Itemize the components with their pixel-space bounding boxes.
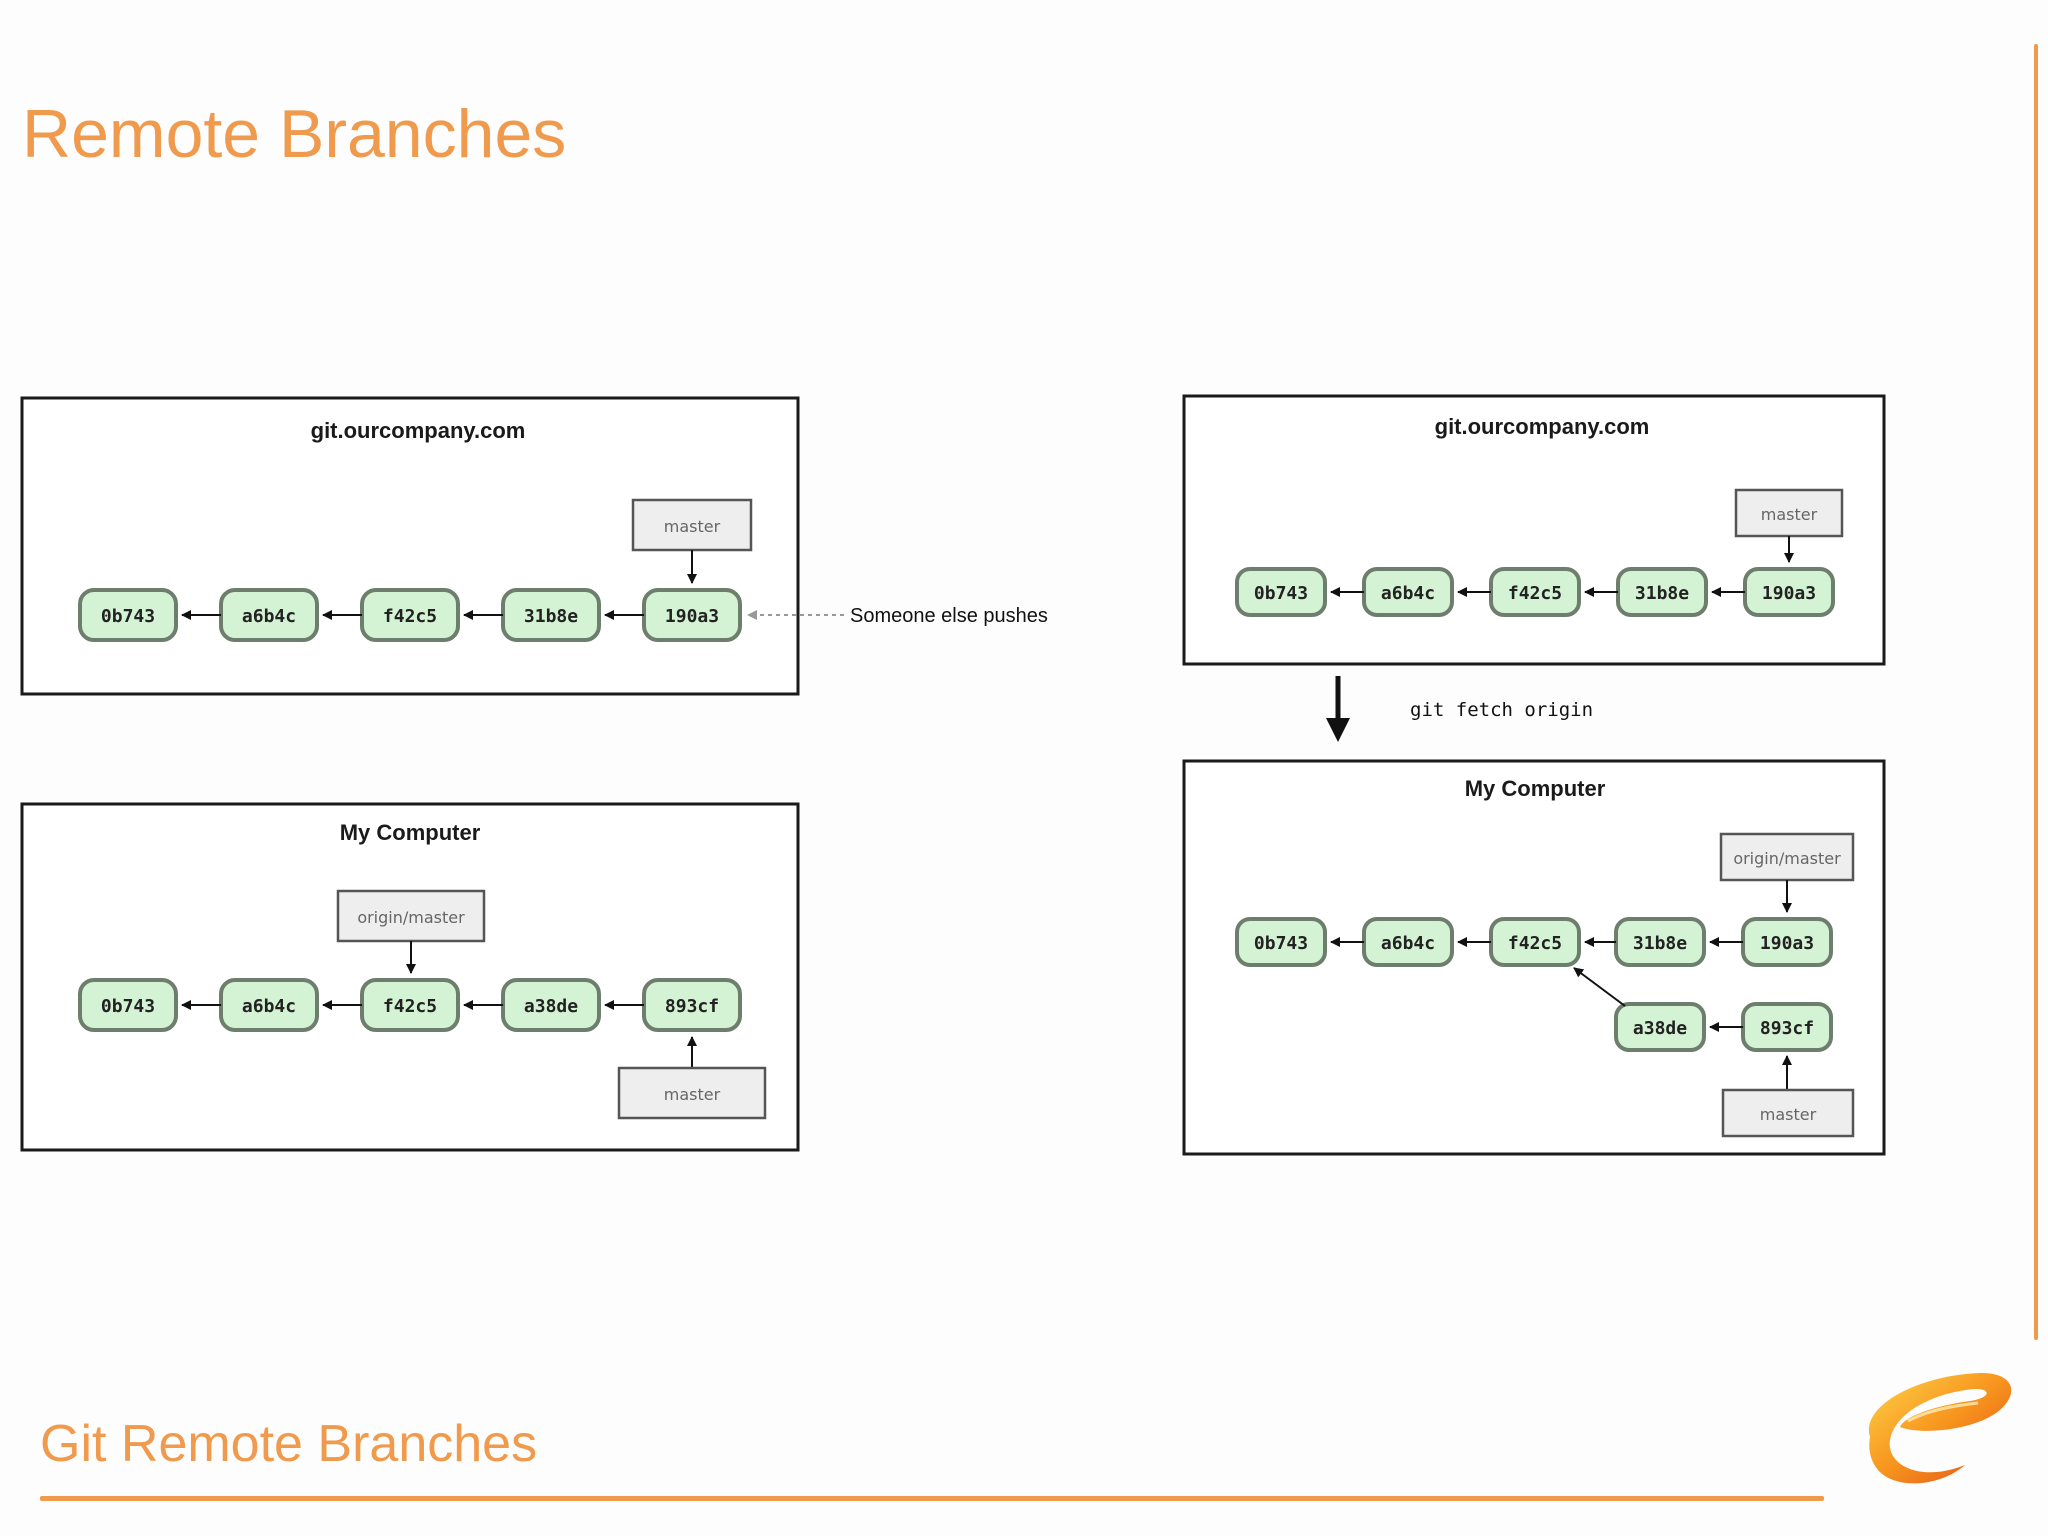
panel-title: My Computer <box>340 820 481 845</box>
commit-label: 893cf <box>665 996 719 1017</box>
push-annotation: Someone else pushes <box>850 605 1048 627</box>
footer-accent-rule <box>40 1496 1824 1501</box>
slide-title: Remote Branches <box>22 96 567 172</box>
ref-master: master <box>1721 1088 1855 1138</box>
commit-node: a6b4c <box>219 588 319 642</box>
fetch-command: git fetch origin <box>1410 699 1593 721</box>
commit-label: 190a3 <box>665 606 719 627</box>
left-local-panel: My Computer origin/master 0b743 a6b4c f4… <box>20 802 800 1152</box>
commit-label: 0b743 <box>101 606 155 627</box>
commit-node: 0b743 <box>78 588 178 642</box>
right-accent-rule <box>2034 44 2038 1340</box>
commit-node: 190a3 <box>642 588 742 642</box>
commit-label: f42c5 <box>383 606 437 627</box>
commit-node: 190a3 <box>1743 567 1835 617</box>
commit-node: a6b4c <box>1362 567 1454 617</box>
left-remote-panel: git.ourcompany.com master 0b743 a6b4c f4… <box>20 396 800 696</box>
panel-title: git.ourcompany.com <box>1435 414 1650 439</box>
commit-node: f42c5 <box>1489 567 1581 617</box>
ref-label: origin/master <box>1733 849 1841 868</box>
commit-label: 31b8e <box>1635 583 1689 604</box>
commit-label: 31b8e <box>524 606 578 627</box>
commit-node: a38de <box>501 978 601 1032</box>
commit-label: a6b4c <box>242 606 296 627</box>
ref-origin-master: origin/master <box>1719 832 1855 882</box>
footer-title: Git Remote Branches <box>40 1415 538 1473</box>
ref-master: master <box>631 498 753 552</box>
ref-master: master <box>617 1066 767 1120</box>
commit-label: a6b4c <box>1381 933 1435 954</box>
fetch-arrow-head <box>1326 718 1350 742</box>
commit-node: 0b743 <box>78 978 178 1032</box>
commit-node: 893cf <box>642 978 742 1032</box>
commit-node: 0b743 <box>1235 917 1327 967</box>
commit-label: a38de <box>1633 1018 1687 1039</box>
commit-label: 31b8e <box>1633 933 1687 954</box>
ref-label: master <box>1761 505 1818 524</box>
commit-node: 893cf <box>1741 1002 1833 1052</box>
commit-node: f42c5 <box>360 978 460 1032</box>
parent-arrow <box>1573 967 1626 1007</box>
commit-node: 0b743 <box>1235 567 1327 617</box>
commit-label: f42c5 <box>1508 933 1562 954</box>
commit-label: 190a3 <box>1762 583 1816 604</box>
right-remote-panel: git.ourcompany.com master 0b743 a6b4c f4… <box>1182 394 1886 666</box>
ref-label: master <box>664 517 721 536</box>
commit-node: 31b8e <box>1614 917 1706 967</box>
panel-title: My Computer <box>1465 776 1606 801</box>
ref-label: origin/master <box>357 908 465 927</box>
commit-label: 0b743 <box>101 996 155 1017</box>
panel-title: git.ourcompany.com <box>311 418 526 443</box>
commit-node: 31b8e <box>1616 567 1708 617</box>
commit-node: a6b4c <box>1362 917 1454 967</box>
e-logo-icon <box>1868 1372 2012 1484</box>
ref-origin-master: origin/master <box>336 889 486 943</box>
commit-label: 0b743 <box>1254 583 1308 604</box>
commit-node: a6b4c <box>219 978 319 1032</box>
commit-label: a6b4c <box>242 996 296 1017</box>
ref-label: master <box>664 1085 721 1104</box>
commit-node: a38de <box>1614 1002 1706 1052</box>
commit-label: a38de <box>524 996 578 1017</box>
commit-label: f42c5 <box>383 996 437 1017</box>
right-local-panel: My Computer origin/master 0b743 a6b4c f4… <box>1182 759 1886 1156</box>
commit-node: f42c5 <box>1489 917 1581 967</box>
commit-label: 190a3 <box>1760 933 1814 954</box>
commit-label: 893cf <box>1760 1018 1814 1039</box>
commit-node: 190a3 <box>1741 917 1833 967</box>
commit-label: 0b743 <box>1254 933 1308 954</box>
ref-master: master <box>1734 488 1844 538</box>
commit-label: f42c5 <box>1508 583 1562 604</box>
commit-label: a6b4c <box>1381 583 1435 604</box>
commit-node: f42c5 <box>360 588 460 642</box>
ref-label: master <box>1760 1105 1817 1124</box>
commit-node: 31b8e <box>501 588 601 642</box>
